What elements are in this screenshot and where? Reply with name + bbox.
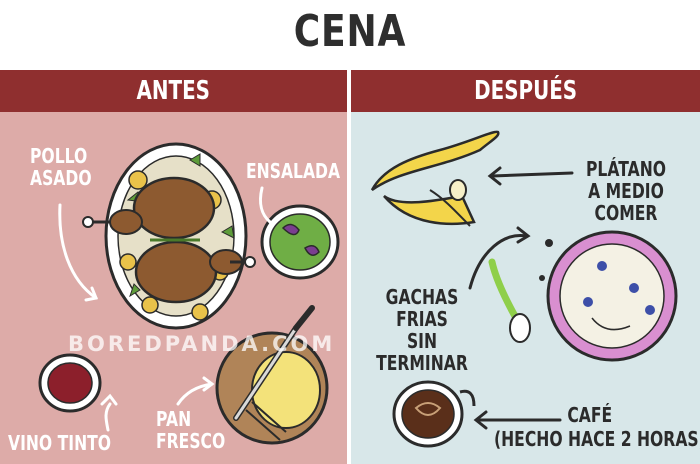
before-header: ANTES: [0, 70, 347, 112]
bread-board-icon: [215, 305, 329, 445]
coffee-note: (HECHO HACE 2 HORAS): [494, 427, 700, 451]
porridge-label: GACHAS FRIAS SIN TERMINAR: [376, 285, 468, 375]
coffee-label: CAFÉ: [567, 403, 613, 427]
bread-label: PAN FRESCO: [156, 407, 226, 453]
coffee-cup-icon: [392, 380, 476, 448]
salad-label: ENSALADA: [246, 159, 341, 183]
roast-chicken-icon: [82, 142, 256, 330]
wine-glass-icon: [38, 353, 102, 413]
banana-label: PLÁTANO A MEDIO COMER: [585, 157, 667, 225]
page-title: CENA: [293, 6, 407, 57]
wine-label: VINO TINTO: [8, 431, 112, 455]
panel-divider: [347, 70, 351, 464]
banana-peel-icon: [370, 130, 500, 227]
chicken-label: POLLO ASADO: [30, 144, 92, 190]
salad-bowl-icon: [260, 204, 340, 280]
watermark: BOREDPANDA.COM: [68, 332, 336, 356]
after-header: DESPUÉS: [351, 70, 700, 112]
porridge-bowl-icon: [488, 230, 678, 362]
